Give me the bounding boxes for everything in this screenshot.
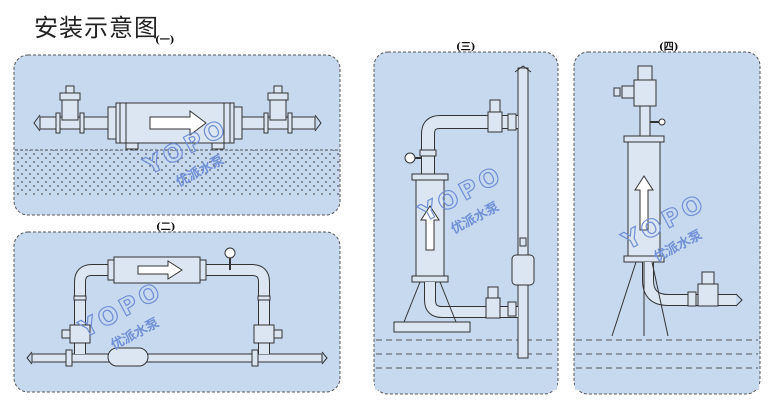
panel-2 bbox=[13, 231, 341, 393]
page-title: 安装示意图 bbox=[34, 14, 159, 42]
panel-1 bbox=[13, 54, 341, 216]
panel-2-label: (二) bbox=[156, 222, 176, 233]
panel-4-label: (四) bbox=[659, 42, 679, 53]
ground-hatch bbox=[15, 150, 339, 195]
panel-4 bbox=[573, 51, 761, 395]
panel-3-label: (三) bbox=[456, 42, 476, 53]
panel-3 bbox=[373, 51, 559, 395]
panel-1-label: (一) bbox=[155, 35, 175, 46]
